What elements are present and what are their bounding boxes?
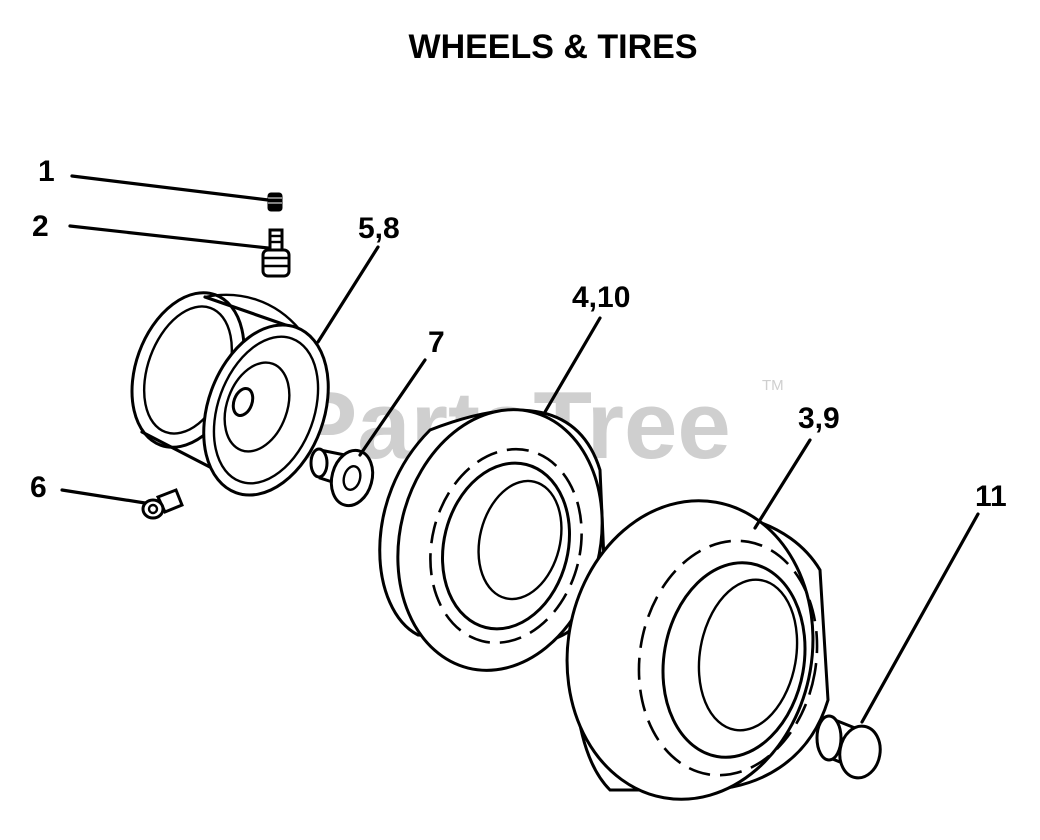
front-tire-part[interactable] <box>371 388 629 693</box>
leader-line-7 <box>358 358 427 457</box>
leader-line-2 <box>68 224 270 250</box>
screw-part[interactable] <box>141 488 184 520</box>
valve-cap-part[interactable] <box>267 192 283 212</box>
bushing-part[interactable] <box>309 446 379 510</box>
hub-cap-part[interactable] <box>815 714 884 781</box>
callout-label-5-8: 5,8 <box>358 212 400 245</box>
leader-line-1 <box>70 174 270 202</box>
leader-line-3-9 <box>753 438 812 530</box>
diagram-title: WHEELS & TIRES <box>408 28 697 66</box>
callout-label-4-10: 4,10 <box>572 281 630 314</box>
callout-label-11: 11 <box>975 480 1007 513</box>
valve-stem-part[interactable] <box>261 228 291 278</box>
callout-label-3-9: 3,9 <box>798 402 840 435</box>
callout-label-2: 2 <box>32 210 49 243</box>
callout-label-7: 7 <box>428 326 445 359</box>
callout-label-6: 6 <box>30 471 47 504</box>
leader-line-5-8 <box>316 245 380 344</box>
watermark-trademark: TM <box>762 377 784 394</box>
callout-label-1: 1 <box>38 155 55 188</box>
leader-line-11 <box>860 512 980 724</box>
rear-tire-part[interactable] <box>544 481 836 819</box>
leader-line-6 <box>60 488 147 505</box>
leader-line-4-10 <box>543 316 602 414</box>
wheel-rim-part[interactable] <box>112 277 351 512</box>
